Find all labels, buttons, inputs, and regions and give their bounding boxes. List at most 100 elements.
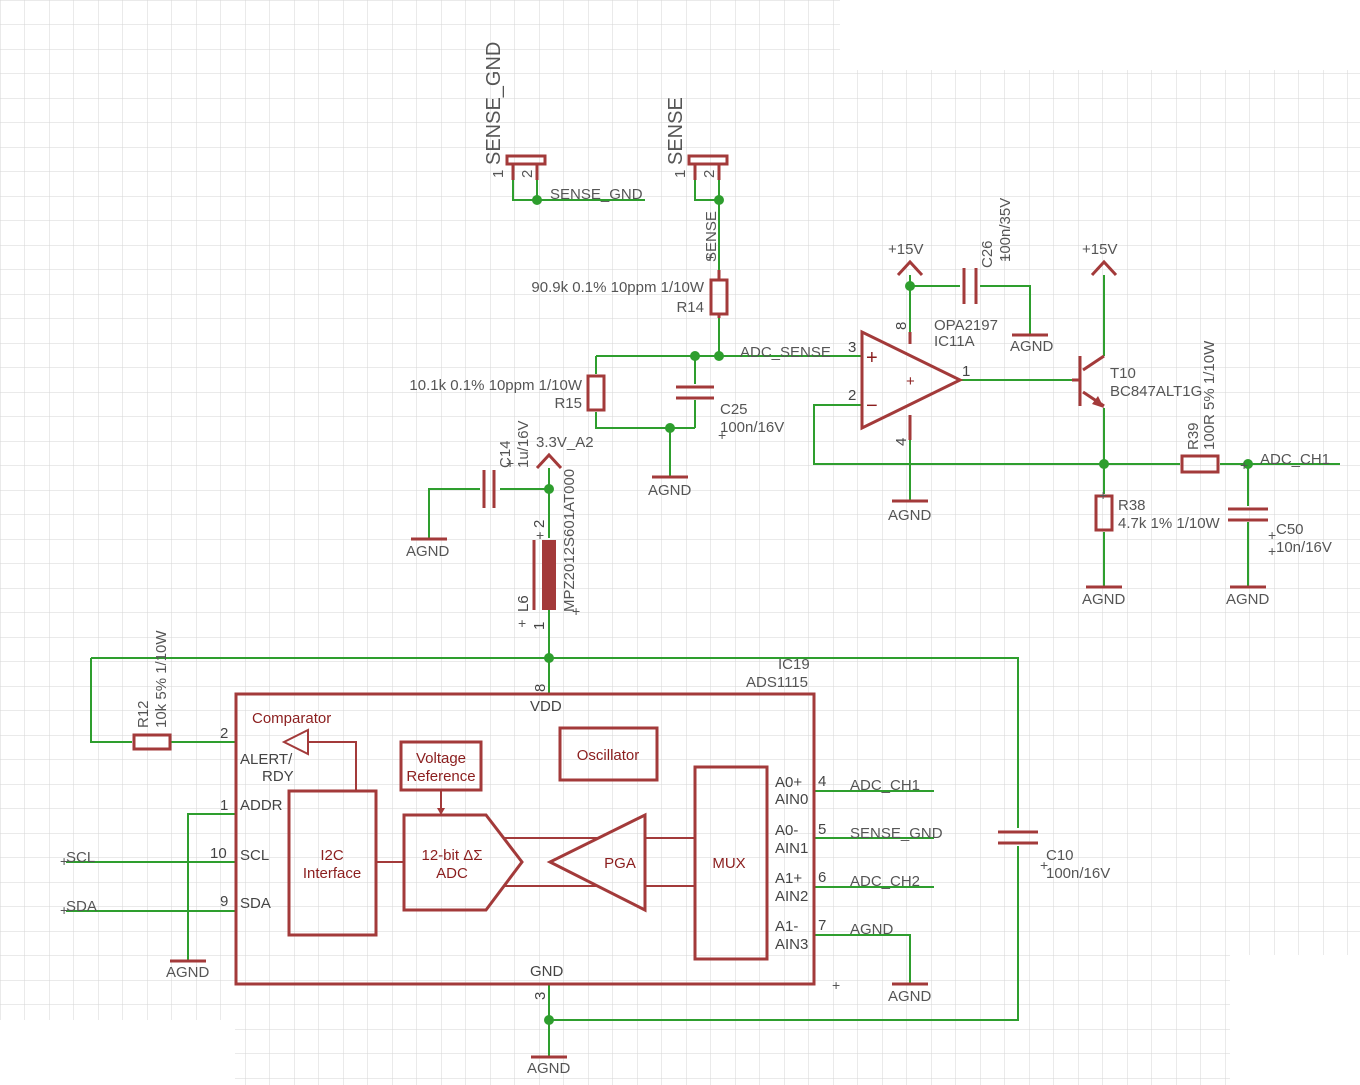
resistor-r15: 10.1k 0.1% 10ppm 1/10W R15 [409, 374, 606, 412]
net-label-sda: SDA [66, 898, 97, 915]
cross-mark: + [518, 615, 526, 631]
cross-mark: + [536, 527, 544, 543]
ic19-addr-label: ADDR [240, 797, 283, 814]
ic19-input-ain3: A1- AIN3 7 AGND [775, 917, 894, 953]
junctions [532, 195, 1253, 1025]
oscillator-label: Oscillator [577, 747, 640, 764]
ic19-alert-label2: RDY [262, 768, 294, 785]
ic19-vdd-pin: 8 [532, 684, 549, 692]
cross-mark: + [832, 977, 840, 993]
vref-label1: Voltage [416, 750, 466, 767]
ic19-ads1115: IC19 ADS1115 VDD 8 GND 3 2 ALERT/ RDY 1 … [210, 656, 943, 1000]
opamp-minus-sign: − [866, 395, 878, 417]
vref-label2: Reference [406, 768, 475, 785]
ain0-label1: A0+ [775, 774, 802, 791]
capacitor-c14: C14 1u/16V [482, 420, 532, 508]
ain1-label1: A0- [775, 822, 798, 839]
cross-mark: + [572, 603, 580, 619]
cross-mark: + [1240, 457, 1248, 473]
pga-label: PGA [604, 855, 636, 872]
net-label-sense-gnd: SENSE_GND [550, 186, 643, 203]
c10-value: 100n/16V [1046, 865, 1110, 882]
ferrite-name: MPZ2012S601AT000 [561, 469, 578, 612]
capacitor-c26: C26 100n/35V [962, 198, 1014, 304]
cross-mark: + [60, 853, 68, 869]
resistor-r12: R12 10k 5% 1/10W [132, 630, 172, 751]
ain0-net: ADC_CH1 [850, 777, 920, 794]
opamp-ref: IC11A [934, 333, 975, 350]
r12-value: 10k 5% 1/10W [153, 630, 170, 728]
net-label-adc-sense: ADC_SENSE [740, 344, 831, 361]
t10-name: T10 [1110, 365, 1136, 382]
ic19-addr-pin: 1 [220, 797, 228, 814]
ferrite-ref: L6 [515, 595, 532, 612]
ain3-net: AGND [850, 921, 894, 938]
agnd-symbol: AGND [1010, 333, 1054, 355]
supply-15v-a: +15V [888, 241, 923, 277]
opamp-ic11a: + − + 3 2 1 8 4 OPA2197 IC11A [848, 317, 998, 446]
r12-name: R12 [135, 700, 152, 728]
ferrite-pin2: 2 [531, 520, 548, 528]
cross-mark: + [1040, 857, 1048, 873]
cross-mark: + [1268, 527, 1276, 543]
opamp-pin-vp: 8 [893, 322, 910, 330]
i2c-label2: Interface [303, 865, 361, 882]
supply-3v3-label: 3.3V_A2 [536, 434, 594, 451]
opamp-plus-sign: + [866, 347, 878, 369]
cross-mark: + [60, 902, 68, 918]
r15-value: 10.1k 0.1% 10ppm 1/10W [409, 377, 582, 394]
r38-value: 4.7k 1% 1/10W [1118, 515, 1221, 532]
cross-mark: + [1099, 487, 1107, 503]
ain3-pin: 7 [818, 917, 826, 934]
c10-name: C10 [1046, 847, 1074, 864]
agnd-symbol: AGND [648, 475, 692, 499]
connector-sense: SENSE 1 2 [665, 97, 729, 180]
cross-mark: + [706, 249, 714, 265]
r39-value: 100R 5% 1/10W [1201, 340, 1218, 450]
agnd-label: AGND [648, 482, 692, 499]
connector-pin-label: 1 [490, 170, 507, 178]
ic19-sda-pin: 9 [220, 893, 228, 910]
ic19-alert-label1: ALERT/ [240, 751, 293, 768]
agnd-label: AGND [406, 543, 450, 560]
r14-value: 90.9k 0.1% 10ppm 1/10W [531, 279, 704, 296]
ain0-pin: 4 [818, 773, 826, 790]
resistor-r39: R39 100R 5% 1/10W [1180, 340, 1220, 474]
connector-pin-label: 2 [701, 170, 718, 178]
opamp-pin-vn: 4 [893, 438, 910, 446]
agnd-label: AGND [888, 507, 932, 524]
wires [66, 180, 1340, 1056]
ic19-vdd-label: VDD [530, 698, 562, 715]
c26-value: 100n/35V [997, 198, 1014, 262]
agnd-label: AGND [888, 988, 932, 1005]
ferrite-l6: MPZ2012S601AT000 2 L6 1 [515, 469, 578, 630]
r15-name: R15 [554, 395, 582, 412]
agnd-label: AGND [1010, 338, 1054, 355]
comparator-label: Comparator [252, 710, 331, 727]
opamp-pin-plus: 3 [848, 339, 856, 356]
opamp-part: OPA2197 [934, 317, 998, 334]
supply-15v-b: +15V [1082, 241, 1117, 277]
ain2-label2: AIN2 [775, 888, 808, 905]
net-label-scl: SCL [66, 849, 95, 866]
ic19-input-ain1: A0- AIN1 5 SENSE_GND [775, 821, 943, 857]
agnd-symbol: AGND [527, 1055, 571, 1077]
c14-value: 1u/16V [515, 420, 532, 468]
ain3-label1: A1- [775, 918, 798, 935]
cross-mark: + [1268, 543, 1276, 559]
ain0-label2: AIN0 [775, 791, 808, 808]
cross-mark: + [506, 455, 514, 471]
ic19-input-ain0: A0+ AIN0 4 ADC_CH1 [775, 773, 920, 808]
c50-name: C50 [1276, 521, 1304, 538]
ferrite-pin1: 1 [531, 622, 548, 630]
agnd-symbol: AGND [888, 499, 932, 524]
adc-label2: ADC [436, 865, 468, 882]
agnd-symbol: AGND [888, 982, 932, 1005]
ain1-label2: AIN1 [775, 840, 808, 857]
c14-name: C14 [497, 440, 514, 468]
agnd-symbol: AGND [1226, 585, 1270, 608]
capacitor-c25: C25 100n/16V [676, 385, 784, 436]
ic19-input-ain2: A1+ AIN2 6 ADC_CH2 [775, 869, 920, 905]
r38-name: R38 [1118, 497, 1146, 514]
i2c-label1: I2C [320, 847, 344, 864]
